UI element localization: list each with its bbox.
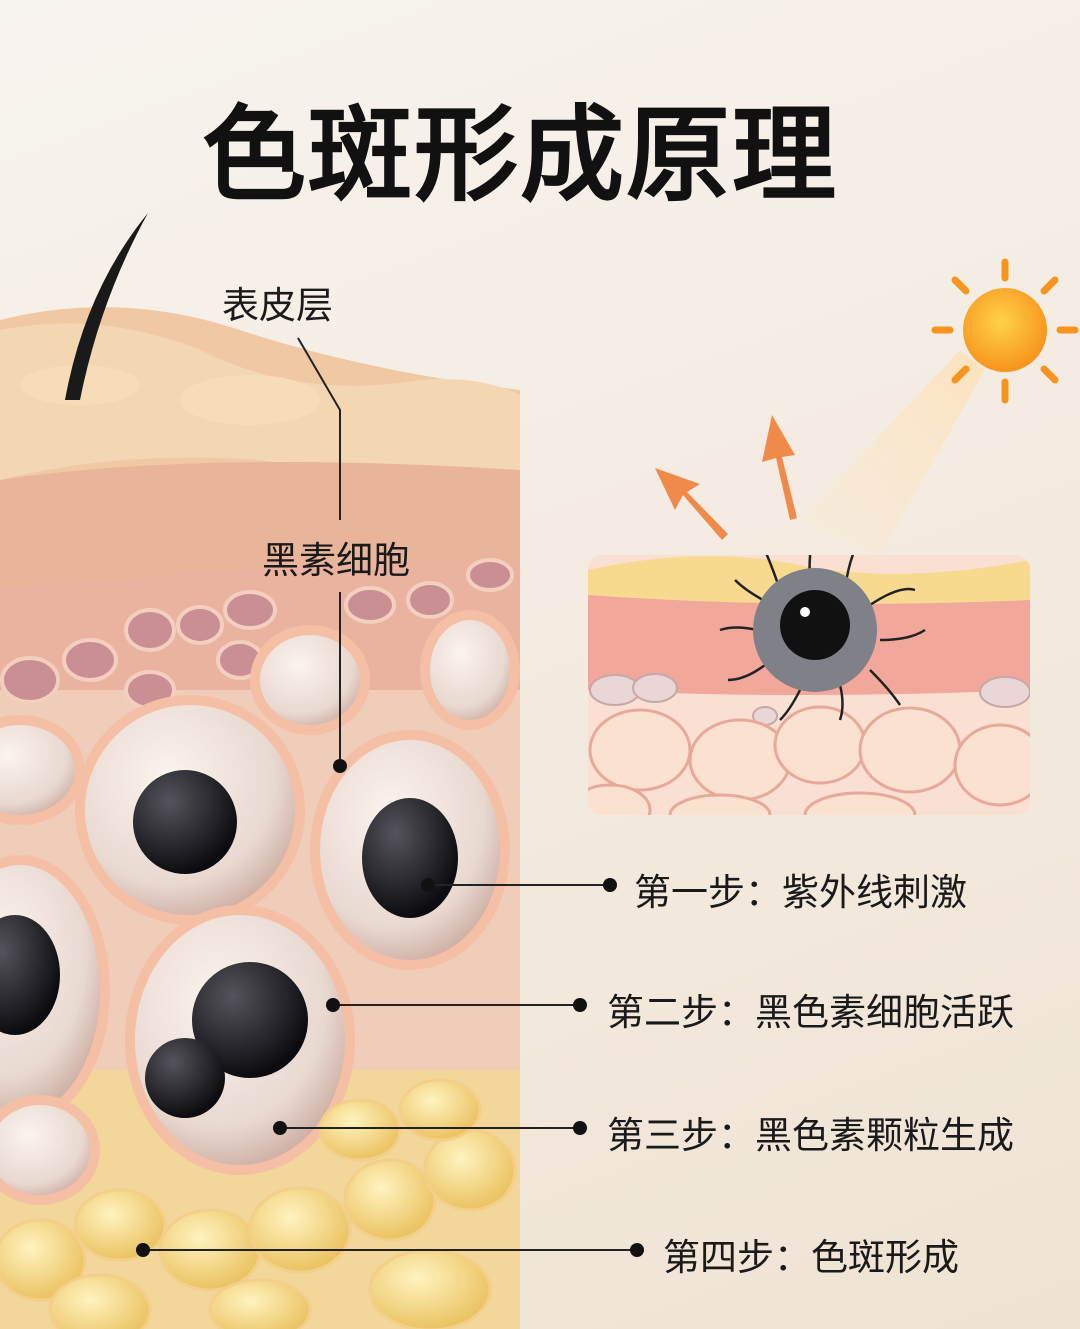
hair-icon (65, 213, 148, 400)
label-epidermis: 表皮层 (222, 284, 333, 327)
sun-icon (800, 258, 1079, 555)
skin-block (0, 213, 520, 1329)
reflect-arrow-icons (655, 415, 797, 540)
page-title: 色斑形成原理 (201, 94, 838, 216)
inset-diagram (588, 555, 1030, 815)
step-1-label: 第一步：紫外线刺激 (634, 871, 967, 914)
step-2-label: 第二步：黑色素细胞活跃 (607, 991, 1014, 1034)
label-melanocyte: 黑素细胞 (262, 539, 410, 582)
leader-lines (143, 337, 637, 1251)
step-3-label: 第三步：黑色素颗粒生成 (607, 1114, 1014, 1157)
step-4-label: 第四步：色斑形成 (663, 1236, 959, 1279)
